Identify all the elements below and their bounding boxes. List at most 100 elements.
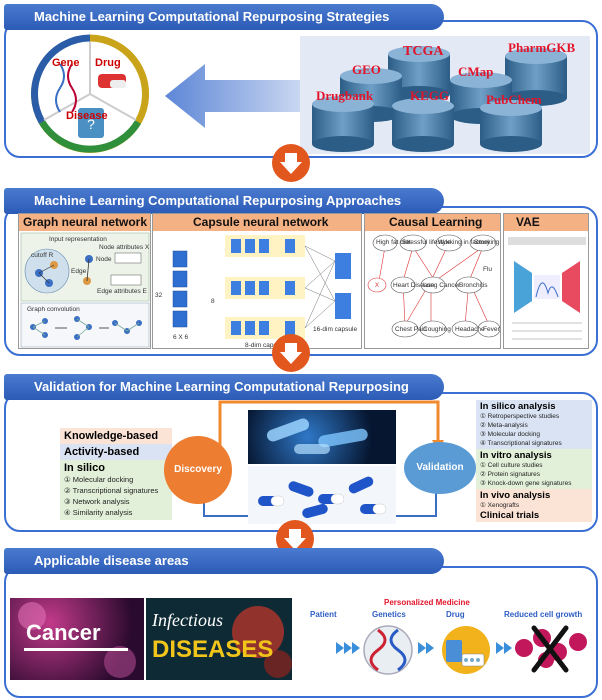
- discovery-item-4: ④ Similarity analysis: [64, 508, 133, 517]
- vae-box: VAE: [503, 213, 589, 349]
- insilico-analysis-block: In silico analysis ① Retroperspective st…: [476, 400, 592, 449]
- gnn-edge: Edge: [71, 268, 87, 275]
- validation-label: Validation: [416, 462, 464, 473]
- capsule-box: Capsule neural network 32 8 6 X 6 8-dim …: [152, 213, 362, 349]
- invitro-analysis-item-2: ② Protein signatures: [480, 471, 541, 478]
- capsule-title: Capsule neural network: [153, 214, 361, 231]
- causal-title: Causal Learning: [365, 214, 500, 231]
- personalized-medicine-flow: [336, 625, 587, 675]
- causal-node-coughing: Coughing: [423, 326, 451, 333]
- disease-areas-header: Applicable disease areas: [4, 548, 444, 574]
- drug-label: Drug: [446, 610, 465, 619]
- insilico-analysis-item-4: ④ Transcriptional signatures: [480, 440, 562, 447]
- causal-node-headache: Headache: [455, 326, 485, 333]
- validation-methods: In silico analysis ① Retroperspective st…: [476, 400, 592, 528]
- db-label-tcga: TCGA: [403, 44, 444, 59]
- invitro-analysis-item-3: ③ Knock-down gene signatures: [480, 480, 572, 487]
- cycle-label-gene: Gene: [52, 57, 80, 69]
- validation-header: Validation for Machine Learning Computat…: [4, 374, 444, 400]
- discovery-methods: Knowledge-based Activity-based In silico…: [60, 428, 172, 524]
- gnn-box: Graph neural network Input representatio…: [18, 213, 151, 349]
- invitro-analysis-label: In vitro analysis: [480, 450, 552, 461]
- diseases-label: DISEASES: [152, 636, 274, 663]
- approaches-header: Machine Learning Computational Repurposi…: [4, 188, 444, 214]
- gnn-node: Node: [96, 256, 112, 263]
- personalized-label: Personalized Medicine: [384, 598, 470, 607]
- database-cylinders: [312, 46, 567, 152]
- validation-node: Validation: [404, 442, 476, 494]
- db-label-geo: GEO: [352, 62, 381, 77]
- invivo-analysis-item-1: ① Xenografts: [480, 502, 520, 509]
- strategies-title: Machine Learning Computational Repurposi…: [34, 9, 390, 24]
- disease-areas-title: Applicable disease areas: [34, 553, 189, 568]
- causal-diagram: High fat diet Stressful lifestyle Workin…: [367, 234, 500, 338]
- causal-node-factory: Working in factory: [438, 239, 491, 246]
- cancer-label: Cancer: [26, 620, 101, 645]
- db-label-pharmgkb: PharmGKB: [508, 40, 576, 55]
- causal-node-chestpain: Chest Pain: [395, 326, 427, 333]
- gnn-graph-conv: Graph convolution: [27, 306, 80, 313]
- approaches-title: Machine Learning Computational Repurposi…: [34, 193, 402, 208]
- causal-box: Causal Learning High fat diet Stressful …: [364, 213, 501, 349]
- vae-title: VAE: [504, 214, 588, 231]
- invitro-analysis-block: In vitro analysis ① Cell culture studies…: [476, 449, 592, 489]
- causal-node-flu: Flu: [483, 266, 492, 273]
- capsule-dim32: 32: [155, 292, 163, 299]
- down-arrow-icon: [272, 144, 310, 182]
- discovery-item-3: ③ Network analysis: [64, 497, 130, 506]
- capsule-dim16caps: 16-dim capsule: [313, 326, 357, 333]
- gnn-cutoff: cutoff R: [31, 252, 54, 259]
- causal-node-bronchitis: Bronchitis: [459, 282, 488, 289]
- down-arrow-icon: [272, 334, 310, 372]
- discovery-item-2: ② Transcriptional signatures: [64, 486, 159, 495]
- invivo-analysis-block: In vivo analysis ① Xenografts Clinical t…: [476, 489, 592, 522]
- db-label-pubchem: PubChem: [486, 92, 542, 107]
- invitro-analysis-item-1: ① Cell culture studies: [480, 462, 543, 469]
- knowledge-based-label: Knowledge-based: [60, 428, 172, 444]
- causal-node-fever: Fever: [483, 326, 500, 333]
- causal-node-lung: Lung Cancer: [423, 282, 461, 289]
- genetics-label: Genetics: [372, 610, 406, 619]
- reduced-growth-label: Reduced cell growth: [504, 610, 583, 619]
- infectious-diseases-image: Infectious DISEASES: [146, 598, 292, 680]
- pills-image: [248, 466, 396, 524]
- insilico-analysis-item-1: ① Retroperspective studies: [480, 413, 560, 420]
- insilico-analysis-item-2: ② Meta-analysis: [480, 422, 528, 429]
- vae-diagram: [508, 237, 586, 340]
- gnn-diagram: Input representation cutoff R Node Edge …: [20, 232, 150, 348]
- svg-text:?: ?: [87, 116, 95, 132]
- validation-title: Validation for Machine Learning Computat…: [34, 379, 409, 394]
- db-label-cmap: CMap: [458, 64, 494, 79]
- db-label-kegg: KEGG: [410, 88, 450, 103]
- causal-node-highfat: High fat diet: [376, 239, 411, 246]
- db-label-drugbank: Drugbank: [316, 88, 374, 103]
- left-arrow-icon: [165, 64, 300, 128]
- cancer-image: Cancer: [10, 598, 144, 680]
- causal-node-stress: Stressful lifestyle: [402, 239, 451, 246]
- capsule-dim8caps: 8-dim capsule: [245, 342, 286, 349]
- gnn-node-attr: Node attributes X: [99, 244, 150, 251]
- cycle-label-disease: Disease: [66, 110, 108, 122]
- discovery-label: Discovery: [174, 464, 222, 475]
- causal-node-heart: Heart Disease: [393, 282, 435, 289]
- insilico-discovery-label: In silico: [64, 462, 105, 474]
- capsule-dim8: 8: [211, 298, 215, 305]
- insilico-analysis-item-3: ③ Molecular docking: [480, 431, 541, 438]
- clinical-trials-label: Clinical trials: [480, 510, 540, 521]
- insilico-analysis-label: In silico analysis: [480, 401, 556, 412]
- gnn-edge-attr: Edge attributes E: [97, 288, 148, 295]
- capsule-diagram: 32 8 6 X 6 8-dim capsule 16-dim capsule: [155, 235, 357, 349]
- capsule-dim6x6: 6 X 6: [173, 334, 189, 341]
- activity-based-label: Activity-based: [60, 444, 172, 460]
- patient-label: Patient: [310, 610, 337, 619]
- cycle-label-drug: Drug: [95, 57, 121, 69]
- bacteria-image: [248, 410, 396, 464]
- gene-drug-disease-cycle: ?: [31, 34, 149, 153]
- causal-node-smoking: Smoking: [474, 239, 500, 246]
- gnn-title: Graph neural network: [19, 214, 150, 231]
- causal-node-x: X: [375, 283, 379, 289]
- discovery-node: Discovery: [164, 436, 232, 504]
- invivo-analysis-label: In vivo analysis: [480, 490, 551, 501]
- strategies-header: Machine Learning Computational Repurposi…: [4, 4, 444, 30]
- gnn-input-repr: Input representation: [49, 236, 107, 243]
